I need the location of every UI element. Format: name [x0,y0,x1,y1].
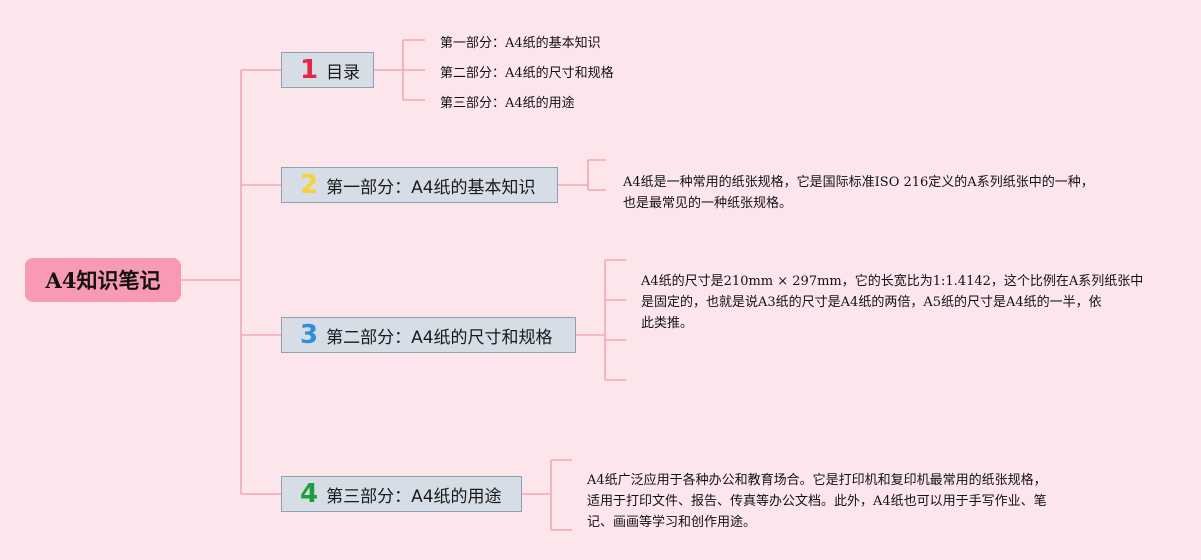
detail-line: A4纸的尺寸是210mm × 297mm，它的长宽比为1:1.4142，这个比例… [641,274,1144,289]
number-4-icon: 4 [300,479,319,509]
section-node-size[interactable]: 3 第二部分：A4纸的尺寸和规格 [281,317,576,353]
section-title: 第三部分：A4纸的用途 [326,486,502,507]
section-title: 第二部分：A4纸的尺寸和规格 [326,327,553,348]
toc-item[interactable]: 第一部分：A4纸的基本知识 [440,36,601,51]
section-node-toc[interactable]: 1 目录 [281,52,374,88]
usage-detail-text: A4纸广泛应用于各种办公和教育场合。它是打印机和复印机最常用的纸张规格， 适用于… [587,470,1047,533]
section-node-usage[interactable]: 4 第三部分：A4纸的用途 [281,476,522,512]
detail-line: 适用于打印文件、报告、传真等办公文档。此外，A4纸也可以用于手写作业、笔 [587,494,1047,509]
toc-item[interactable]: 第三部分：A4纸的用途 [440,96,575,111]
root-label: A4知识笔记 [45,268,161,293]
toc-item[interactable]: 第二部分：A4纸的尺寸和规格 [440,66,614,81]
basic-detail-text: A4纸是一种常用的纸张规格，它是国际标准ISO 216定义的A系列纸张中的一种，… [623,172,1094,214]
detail-line: 是固定的，也就是说A3纸的尺寸是A4纸的两倍，A5纸的尺寸是A4纸的一半，依 [641,295,1102,310]
detail-line: 此类推。 [641,316,694,331]
section-title: 目录 [326,62,361,83]
section-title: 第一部分：A4纸的基本知识 [326,177,536,198]
number-1-icon: 1 [300,55,319,85]
detail-line: A4纸是一种常用的纸张规格，它是国际标准ISO 216定义的A系列纸张中的一种， [623,175,1094,190]
detail-line: 也是最常见的一种纸张规格。 [623,196,793,211]
number-2-icon: 2 [300,170,319,200]
detail-line: A4纸广泛应用于各种办公和教育场合。它是打印机和复印机最常用的纸张规格， [587,473,1047,488]
root-node[interactable]: A4知识笔记 [25,258,181,302]
section-node-basic[interactable]: 2 第一部分：A4纸的基本知识 [281,167,558,203]
size-detail-text: A4纸的尺寸是210mm × 297mm，它的长宽比为1:1.4142，这个比例… [641,271,1143,334]
number-3-icon: 3 [300,320,319,350]
detail-line: 记、画画等学习和创作用途。 [587,515,757,530]
